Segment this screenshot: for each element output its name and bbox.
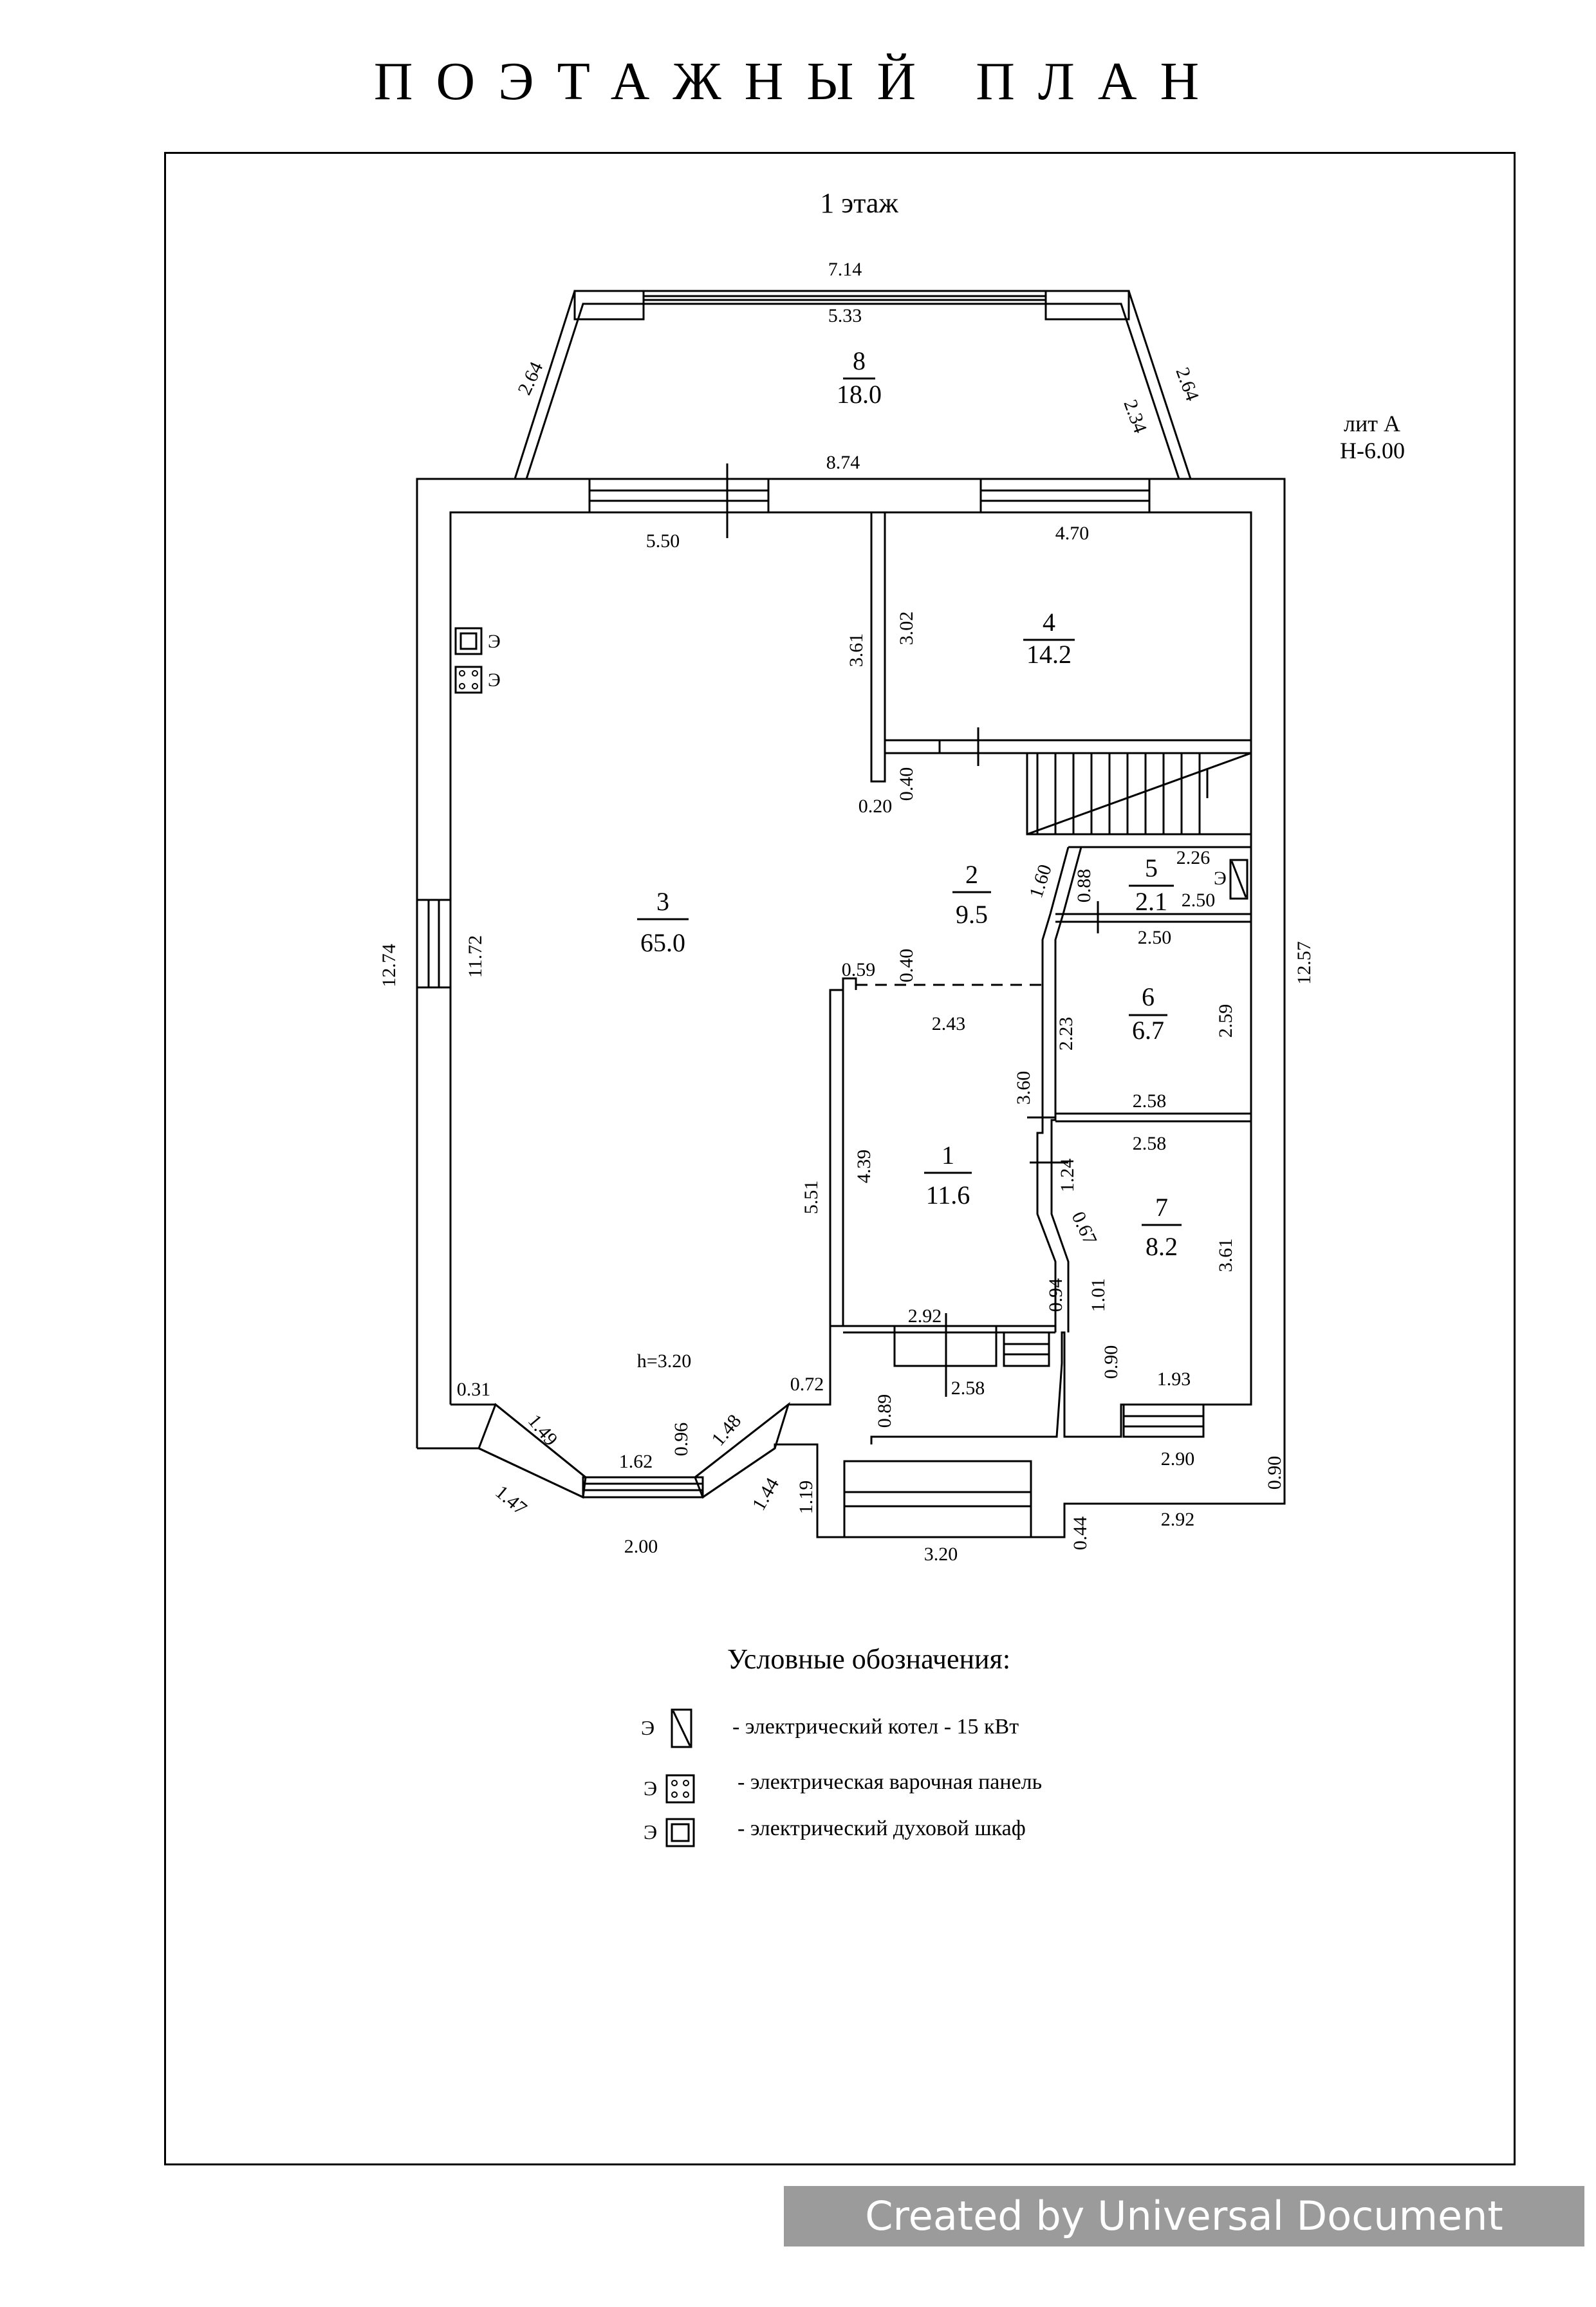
dimension-label: 2.23: [1055, 1017, 1077, 1051]
dimension-label: 11.72: [465, 935, 486, 978]
dimension-label: 2.59: [1215, 1004, 1236, 1038]
dimension-label: 5.33: [828, 305, 862, 326]
dimension-label: 7.14: [828, 259, 862, 280]
dimension-label: 3.20: [924, 1544, 958, 1565]
page-title: ПОЭТАЖНЫЙ ПЛАН: [373, 51, 1223, 111]
legend-text-oven: - электрический духовой шкаф: [738, 1817, 1026, 1840]
dimension-label: 2.26: [1176, 847, 1211, 868]
dimension-label: 2.58: [951, 1378, 985, 1399]
dimension-label: 4.39: [853, 1150, 875, 1184]
dimension-label: 1.48: [707, 1410, 745, 1450]
legend-heading: Условные обозначения:: [727, 1643, 1011, 1675]
dimension-label: 12.74: [378, 944, 400, 987]
angled-windows: [478, 1401, 790, 1499]
floor-label: 1 этаж: [820, 187, 898, 219]
doors: [726, 463, 1099, 1397]
legend-mark-hob: Э: [644, 1777, 658, 1800]
legend-mark-oven: Э: [644, 1820, 658, 1844]
lit-height: Н-6.00: [1340, 438, 1405, 463]
dimension-label: 1.44: [748, 1474, 783, 1514]
dimension-label: 5.51: [801, 1181, 822, 1215]
dimension-label: 2.90: [1161, 1448, 1195, 1470]
dimension-label: 0.96: [671, 1423, 692, 1457]
room-number: 1: [942, 1141, 954, 1170]
room-area: 11.6: [926, 1181, 970, 1210]
dimension-label: 0.67: [1068, 1208, 1101, 1248]
dimension-label: 1.47: [491, 1481, 530, 1519]
boiler-icon: [671, 1708, 692, 1748]
legend-icons: [665, 1708, 695, 1847]
room-area: 9.5: [956, 900, 988, 929]
dimension-label: h=3.20: [637, 1350, 691, 1372]
equipment-symbols: [454, 627, 1248, 900]
dimension-label: 1.62: [619, 1451, 653, 1472]
bay-window-outline: [514, 290, 1192, 480]
dimension-label: 3.02: [896, 612, 917, 646]
dimension-label: 1.49: [524, 1410, 562, 1450]
windows: [416, 478, 1205, 1538]
room-fraction-lines: [637, 377, 1182, 1226]
lit-label: лит А: [1344, 411, 1400, 436]
room-number: 4: [1043, 608, 1055, 637]
dimension-label: 2.58: [1133, 1133, 1167, 1154]
dimension-label: 1.01: [1088, 1278, 1109, 1312]
dimension-label: 2.50: [1182, 890, 1216, 911]
room-number: 7: [1155, 1193, 1168, 1222]
dimension-label: 0.31: [457, 1379, 491, 1400]
oven-mark: Э: [488, 631, 501, 652]
room-area: 65.0: [640, 928, 685, 957]
dimension-label: 2.92: [908, 1305, 942, 1327]
room-number: 3: [656, 887, 669, 916]
room-area: 8.2: [1146, 1232, 1178, 1261]
dimension-label: 1.19: [795, 1480, 817, 1515]
dimension-label: 3.60: [1013, 1071, 1034, 1105]
dimension-label: 0.89: [874, 1394, 895, 1428]
dimension-label: 0.40: [896, 949, 917, 983]
room-number: 2: [965, 860, 978, 889]
oven-icon: [665, 1818, 695, 1847]
dimension-label: 2.34: [1119, 397, 1151, 436]
dimension-label: 8.74: [826, 452, 860, 473]
dimension-label: 5.50: [646, 530, 680, 552]
dimension-label: 0.44: [1070, 1517, 1091, 1551]
dimension-label: 2.00: [624, 1536, 658, 1557]
watermark: Created by Universal Document Converter: [784, 2186, 1584, 2300]
legend-text-boiler: - электрический котел - 15 кВт: [732, 1715, 1019, 1739]
legend-text-hob: - электрическая варочная панель: [738, 1770, 1043, 1794]
dimension-label: 3.61: [846, 633, 867, 668]
room-number: 5: [1145, 854, 1158, 883]
dimension-label: 0.20: [858, 796, 893, 817]
dimension-label: 1.24: [1057, 1159, 1078, 1193]
dimension-label: 0.40: [896, 767, 917, 801]
boiler-mark: Э: [1214, 868, 1227, 889]
dimension-label: 0.90: [1264, 1456, 1285, 1490]
dimension-label: 2.58: [1133, 1090, 1167, 1112]
dimension-label: 0.94: [1045, 1278, 1066, 1312]
dimension-label: 3.61: [1215, 1238, 1236, 1273]
staircase: [1026, 752, 1252, 836]
dimension-label: 1.93: [1157, 1368, 1191, 1390]
dimension-label: 2.50: [1138, 927, 1172, 948]
room-area: 14.2: [1026, 640, 1072, 669]
dimension-label: 1.60: [1025, 862, 1056, 901]
floor-plan: 1 этаж лит А Н-6.00 8 18.0 4 14.2 3 65.0 2 9.5 5…: [378, 187, 1405, 1847]
dimension-label: 0.59: [842, 959, 876, 980]
dimension-label: 12.57: [1294, 941, 1315, 985]
drawing-frame: [164, 152, 1516, 2165]
dimension-label: 2.92: [1161, 1509, 1195, 1530]
dimension-label: 0.90: [1100, 1345, 1122, 1379]
legend-mark-boiler: Э: [641, 1716, 655, 1739]
room-area: 6.7: [1132, 1016, 1164, 1045]
dimension-label: 0.72: [790, 1374, 824, 1395]
hob-mark: Э: [488, 669, 501, 691]
room-number: 8: [853, 346, 866, 375]
hob-icon: [665, 1774, 695, 1804]
dimension-label: 2.43: [932, 1013, 966, 1034]
room-area: 2.1: [1135, 887, 1167, 916]
room-number: 6: [1142, 982, 1155, 1011]
dimension-label: 4.70: [1055, 523, 1090, 544]
dimension-label: 2.64: [1171, 364, 1203, 404]
dimension-label: 0.88: [1073, 869, 1095, 903]
room-area: 18.0: [837, 380, 882, 409]
